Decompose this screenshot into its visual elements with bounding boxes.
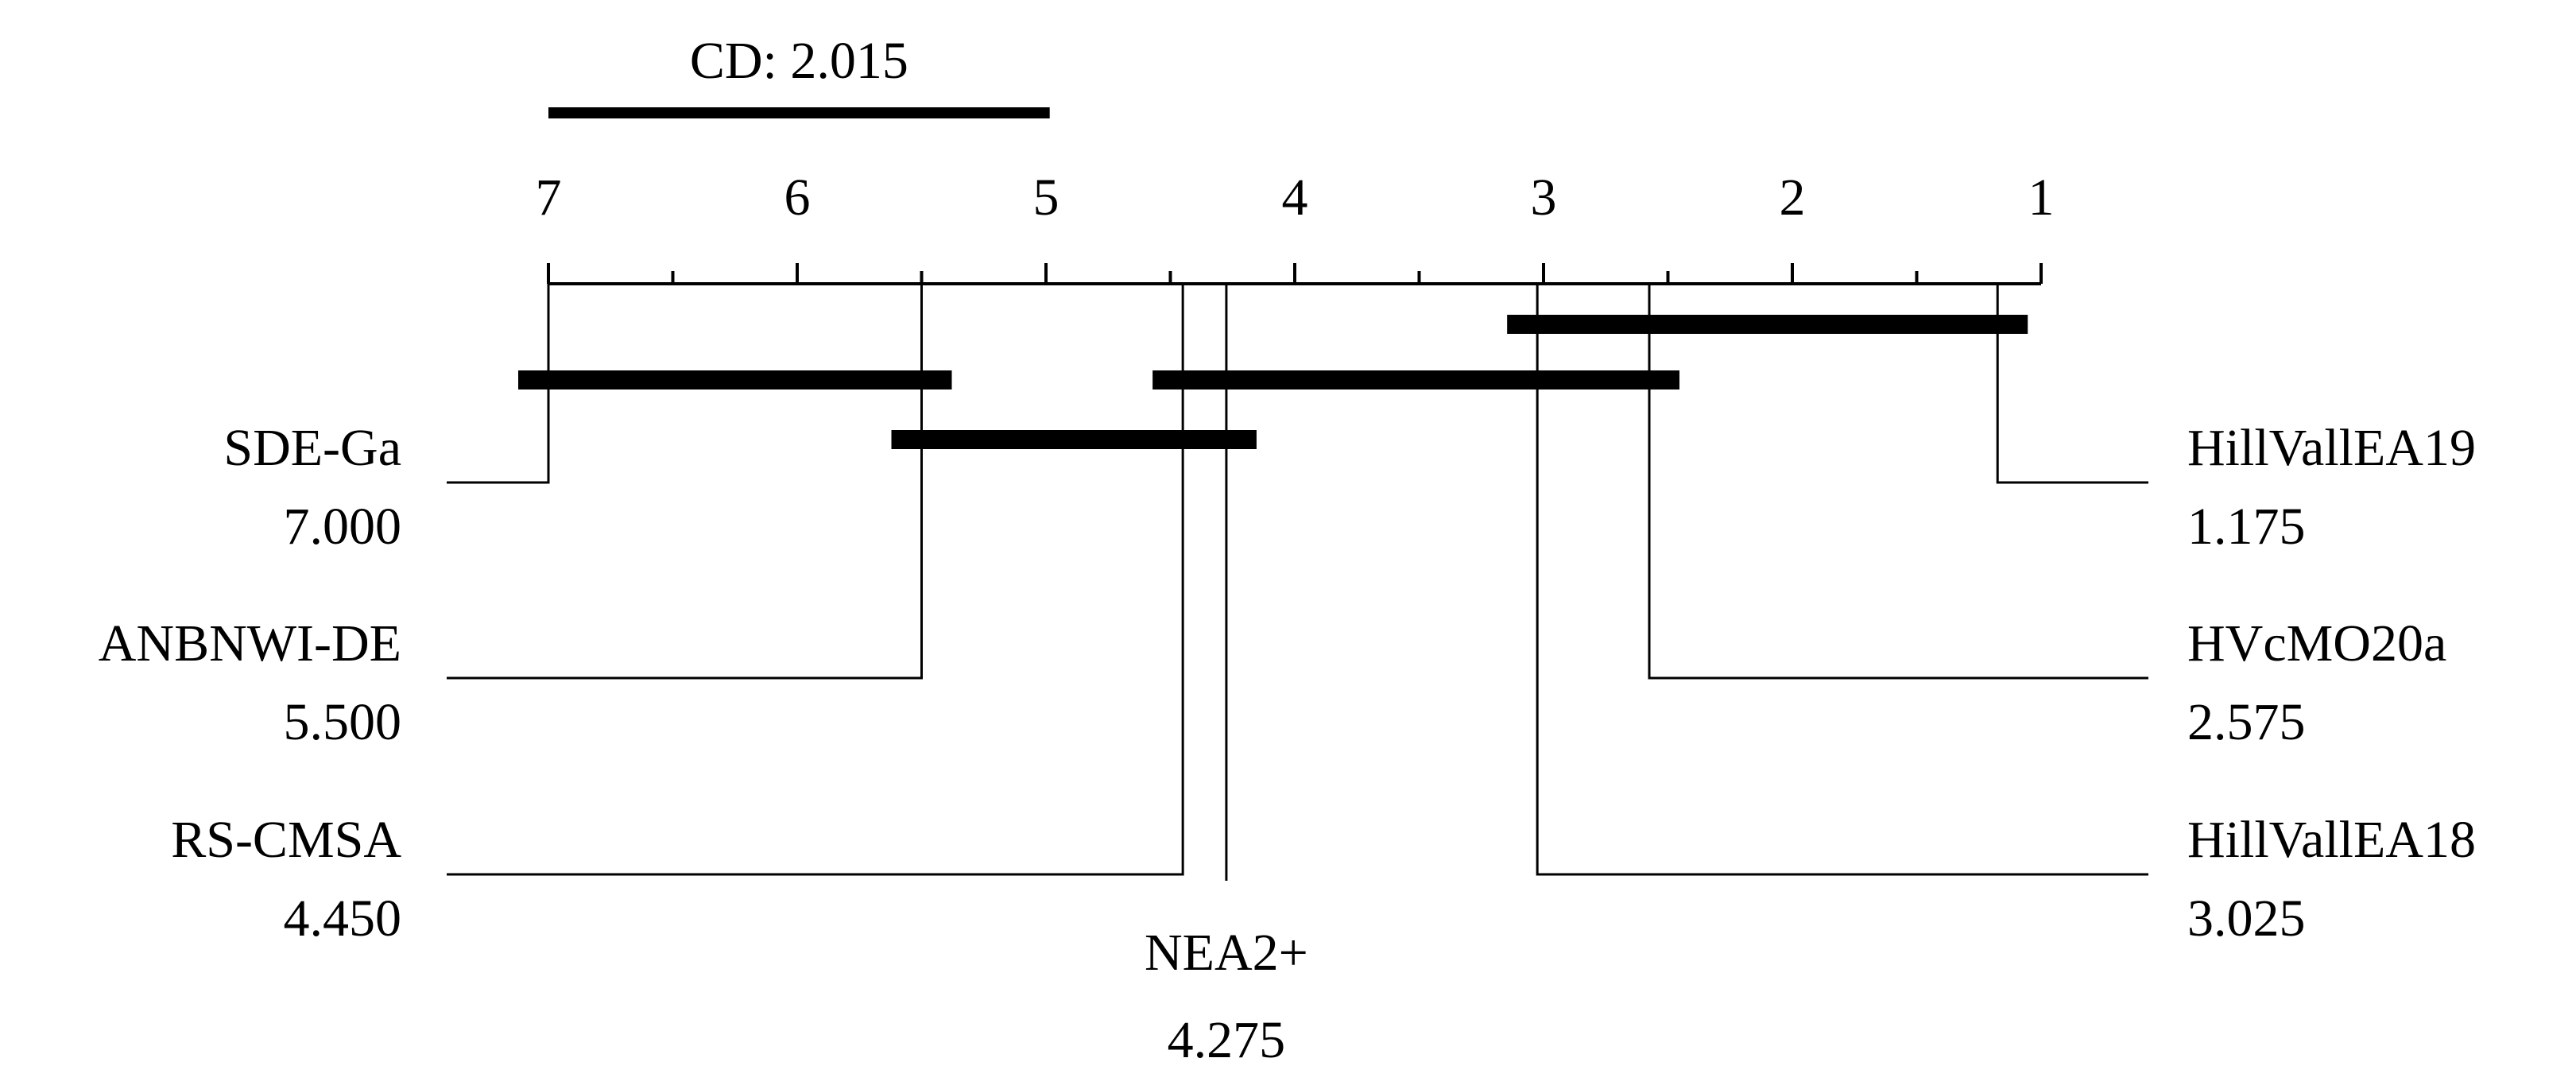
tick-label: 2	[1780, 169, 1806, 227]
method-rank: 4.450	[284, 889, 402, 948]
method-rank: 2.575	[2187, 693, 2306, 751]
method-connector	[1648, 284, 2148, 680]
method-connector	[447, 284, 923, 680]
method-connector	[1536, 284, 2148, 876]
cd-label: CD: 2.015	[690, 32, 908, 90]
cd-bar-group: CD: 2.015	[548, 32, 1050, 118]
rank-axis: 7 6 5 4 3 2 1	[536, 169, 2055, 285]
method-rank: 4.275	[1168, 1011, 1286, 1069]
method-rank: 1.175	[2187, 498, 2306, 556]
method-connector	[447, 284, 550, 484]
method-name: HVcMO20a	[2187, 614, 2446, 672]
tick-label: 4	[1282, 169, 1308, 227]
method-rank: 3.025	[2187, 889, 2306, 948]
tick-label: 1	[2028, 169, 2055, 227]
tick-label: 5	[1033, 169, 1059, 227]
method-name: SDE-Ga	[223, 419, 401, 477]
tick-label: 3	[1531, 169, 1557, 227]
method-name: ANBNWI-DE	[99, 614, 401, 672]
method-rank: 5.500	[284, 693, 402, 751]
method-name: HillVallEA19	[2187, 419, 2476, 477]
method-name: HillVallEA18	[2187, 811, 2476, 869]
method-rank: 7.000	[284, 498, 402, 556]
method-connector	[447, 284, 1184, 876]
method-name: NEA2+	[1145, 924, 1308, 982]
tick-label: 7	[536, 169, 562, 227]
clique-bars	[518, 315, 2028, 449]
method-connector	[1996, 284, 2148, 484]
tick-label: 6	[784, 169, 811, 227]
method-name: RS-CMSA	[171, 811, 401, 869]
